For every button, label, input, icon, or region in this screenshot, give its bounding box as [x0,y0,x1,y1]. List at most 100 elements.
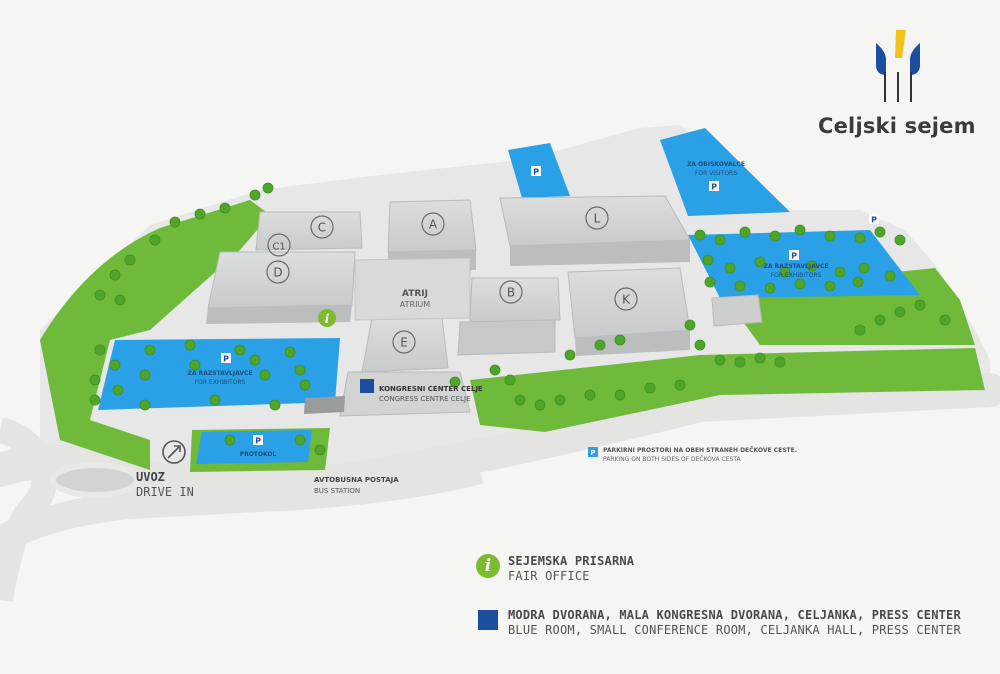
tree [219,202,231,214]
tree [514,394,526,406]
hall-b-marker[interactable]: B [499,280,523,304]
tree [614,334,626,346]
entrance-label-en: DRIVE IN [136,485,194,499]
hall-c-marker[interactable]: C [310,215,334,239]
visitors-label: ZA OBISKOVALCE [687,161,745,168]
tree [94,344,106,356]
tree [874,314,886,326]
tree [294,364,306,376]
svg-text:P: P [223,355,229,364]
tree [299,379,311,391]
tree [914,299,926,311]
parking-p-icon: P [221,353,231,364]
trees [89,182,951,456]
tree [734,280,746,292]
grass-west [40,200,270,470]
tree [489,364,501,376]
exhibitors-left-label-en: FOR EXHIBITORS [195,379,246,386]
parking-p-icon: P [789,250,799,261]
tree [139,369,151,381]
tree [858,262,870,274]
tree [769,230,781,242]
tree [824,230,836,242]
road-south [0,456,484,553]
legend-congress-rooms-label-en: BLUE ROOM, SMALL CONFERENCE ROOM, CELJAN… [508,623,961,637]
congress-label: KONGRESNI CENTER CELJE [379,385,483,393]
tree [114,294,126,306]
blue-square-icon [478,610,498,630]
parking-exhibitors-left [98,338,340,410]
svg-text:P: P [711,183,717,192]
svg-text:P: P [533,168,539,177]
info-icon: i [476,554,500,578]
hall-d-label: D [273,266,282,280]
tree [194,208,206,220]
hall-c1-marker[interactable]: C1 [267,233,291,257]
hall-a-marker[interactable]: A [421,212,445,236]
tree [594,339,606,351]
tree [874,226,886,238]
parking-p-icon: P [869,214,879,225]
tree [884,270,896,282]
tree [834,266,846,278]
tree [584,389,596,401]
parking-p-icon: P [531,166,541,177]
tree [139,399,151,411]
tree [269,399,281,411]
tree [894,234,906,246]
atrium-label: ATRIJ [402,289,428,299]
svg-text:P: P [255,437,261,446]
entrance-arrow-icon [162,440,186,464]
tree [189,359,201,371]
road-outer-curve [0,417,58,602]
hall-e-marker[interactable]: E [392,330,416,354]
svg-text:i: i [325,312,330,326]
tree [894,306,906,318]
tree [564,349,576,361]
tree [149,234,161,246]
tree [714,354,726,366]
tree [89,374,101,386]
building-c [255,211,363,251]
legend-congress-rooms-label: MODRA DVORANA, MALA KONGRESNA DVORANA, C… [508,608,961,622]
logo-title: Celjski sejem [818,114,976,138]
tree [259,369,271,381]
hall-c-label: C [318,221,326,235]
building-d [207,251,356,309]
visitors-label-en: FOR VISITORS [695,170,737,177]
logo-mark-icon [876,30,920,102]
street-note-p-icon [588,447,598,457]
exhibitors-left-label: ZA RAZSTAVLJAVCE [188,370,253,377]
grass-south [470,348,985,432]
bus-station-label: AVTOBUSNA POSTAJA [314,476,399,484]
tree [714,234,726,246]
tree [754,256,766,268]
tree [124,254,136,266]
hall-b-label: B [507,286,515,300]
exhibitors-right-label-en: FOR EXHIBITORS [771,272,822,279]
tree [449,376,461,388]
tree [754,352,766,364]
tree [806,260,818,272]
tree [694,229,706,241]
protocol-label: PROTOKOL [240,451,277,458]
tree [674,379,686,391]
tree [109,359,121,371]
tree [854,324,866,336]
hall-l-marker[interactable]: L [585,206,609,230]
tree [939,314,951,326]
parking-visitors [660,128,790,216]
tree [109,269,121,281]
info-icon[interactable]: i [318,309,336,327]
building-atrium [354,257,471,321]
congress-blue-square-icon [360,379,374,393]
bus-station-label-en: BUS STATION [314,487,360,495]
hall-d-marker[interactable]: D [266,260,290,284]
tree [112,384,124,396]
building-east-small [711,294,763,327]
legend-fair-office-label: SEJEMSKA PRISARNA [508,554,635,568]
tree [284,346,296,358]
hall-k-marker[interactable]: K [614,287,638,311]
